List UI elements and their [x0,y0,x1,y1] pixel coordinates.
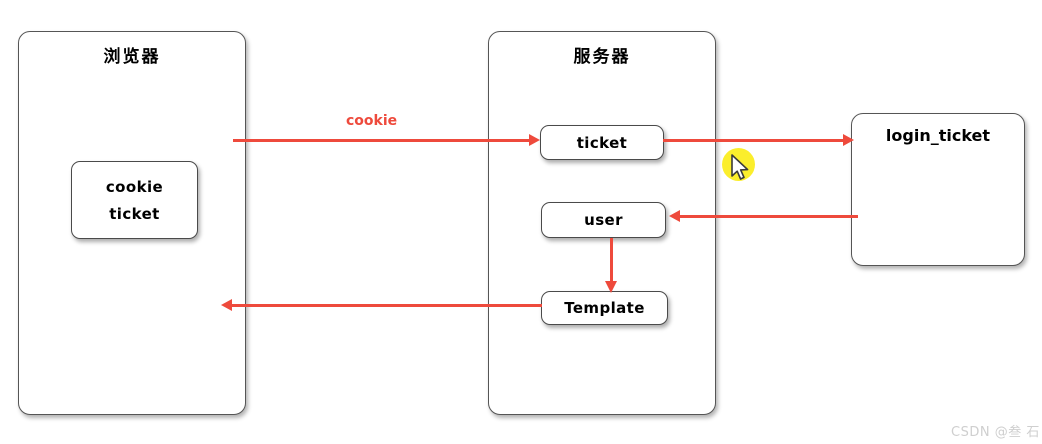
arrow-browser-to-ticket-head [529,134,540,146]
browser-title: 浏览器 [103,47,161,66]
node-template-label: Template [564,299,645,317]
arrow-user-to-template-head [605,281,617,293]
arrow-template-to-browser-line [232,304,542,307]
browser-cookie-store[interactable]: cookie ticket [71,161,198,239]
cookie-store-line-2: ticket [109,204,160,223]
server-title: 服务器 [573,47,631,66]
node-ticket[interactable]: ticket [540,125,664,160]
arrow-login-ticket-to-user-line [680,215,858,218]
arrow-ticket-to-login-ticket-line [663,139,843,142]
node-user-label: user [584,211,623,229]
node-ticket-label: ticket [576,133,628,152]
mouse-cursor-icon [731,154,749,180]
watermark-text: CSDN @叁 石 [951,425,1040,440]
login-ticket-label: login_ticket [885,126,991,145]
arrow-ticket-to-login-ticket-head [843,134,854,146]
arrow-template-to-browser-head [221,299,232,311]
arrow-user-to-template-line [610,238,613,283]
edge-label-cookie: cookie [346,113,398,129]
arrow-login-ticket-to-user-head [669,210,680,222]
arrow-browser-to-ticket-line [233,139,529,142]
node-user[interactable]: user [541,202,666,238]
cookie-store-line-1: cookie [105,177,164,196]
node-template[interactable]: Template [541,291,668,325]
login-ticket-container[interactable]: login_ticket [851,113,1025,266]
